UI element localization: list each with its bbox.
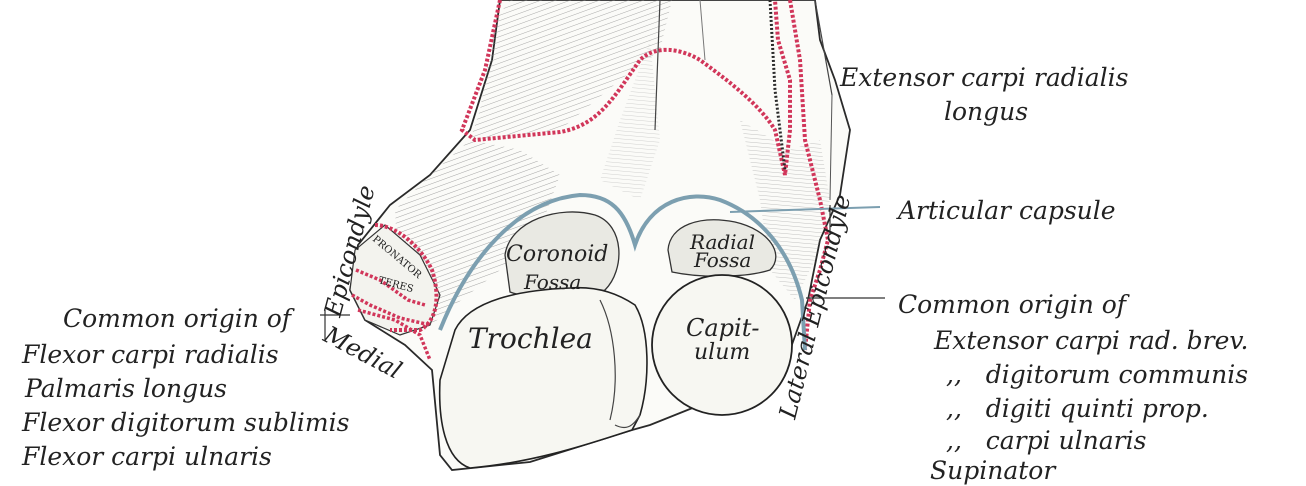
left-list-item-1: Flexor carpi radialis <box>22 340 279 369</box>
coronoid-label: Coronoid <box>506 242 609 267</box>
ecrl-origin-line <box>459 0 792 176</box>
medial-epicondyle <box>349 224 441 336</box>
right-list-item-1: Extensor carpi rad. brev. <box>934 326 1249 355</box>
trochlea-surface <box>438 286 648 469</box>
trochlea-label: Trochlea <box>468 322 593 355</box>
left-list-item-2: Palmaris longus <box>25 374 228 403</box>
right-list-item-0: Common origin of <box>898 290 1127 319</box>
shaft-shading <box>470 0 672 140</box>
radial-fossa-label: Fossa <box>694 248 752 272</box>
ecrl-label-line1: Extensor carpi radialis <box>840 63 1129 92</box>
left-list-item-3: Flexor digitorum sublimis <box>22 408 350 437</box>
left-list-item-0: Common origin of <box>63 304 292 333</box>
capitulum-label-line1: Capit- <box>686 314 760 342</box>
right-list-item-3: ,, digiti quinti prop. <box>946 394 1209 423</box>
right-list-item-5: Supinator <box>930 456 1056 485</box>
articular-capsule-label: Articular capsule <box>898 196 1116 225</box>
ecrl-label-line2: longus <box>944 97 1029 126</box>
right-list-item-2: ,, digitorum communis <box>946 360 1249 389</box>
medial-shading <box>395 140 560 330</box>
center-shading <box>600 40 660 200</box>
capitulum-label-line2: ulum <box>694 340 751 365</box>
left-list-item-4: Flexor carpi ulnaris <box>22 442 272 471</box>
articular-capsule-line <box>438 192 807 351</box>
capitulum-surface <box>651 274 793 416</box>
pronator-teres-area <box>374 223 439 332</box>
trochlea-groove <box>599 299 641 429</box>
coronoid-fossa-label: Fossa <box>524 270 582 294</box>
radial-label: Radial <box>690 230 755 254</box>
right-list-item-4: ,, carpi ulnaris <box>946 426 1147 455</box>
